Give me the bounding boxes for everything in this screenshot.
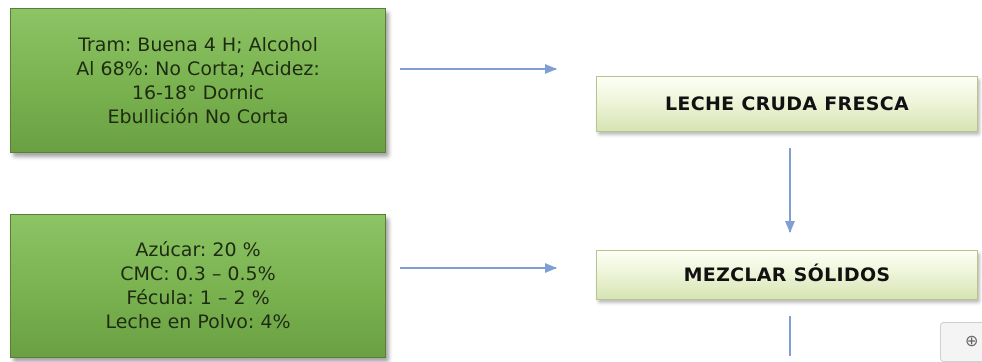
input-box-line: Al 68%: No Corta; Acidez: <box>76 57 320 80</box>
input-box-line: Azúcar: 20 % <box>135 239 261 261</box>
input-box-solids: Azúcar: 20 % CMC: 0.3 – 0.5% Fécula: 1 –… <box>10 214 386 358</box>
input-box-line: Leche en Polvo: 4% <box>105 311 291 333</box>
zoom-in-button[interactable]: ⊕ <box>940 322 982 362</box>
input-box-line: 16-18° Dornic <box>131 81 265 104</box>
input-box-line: CMC: 0.3 – 0.5% <box>120 263 276 285</box>
step-label: MEZCLAR SÓLIDOS <box>683 264 891 286</box>
zoom-in-icon: ⊕ <box>965 331 979 350</box>
step-label: LECHE CRUDA FRESCA <box>665 93 909 115</box>
input-box-line: Ebullición No Corta <box>107 105 289 128</box>
step-mezclar-solidos: MEZCLAR SÓLIDOS <box>596 250 978 300</box>
input-box-line: Fécula: 1 – 2 % <box>126 287 270 309</box>
input-box-line: Tram: Buena 4 H; Alcohol <box>78 33 318 56</box>
step-leche-cruda-fresca: LECHE CRUDA FRESCA <box>596 76 978 132</box>
input-box-milk-quality: Tram: Buena 4 H; Alcohol Al 68%: No Cort… <box>10 8 386 153</box>
